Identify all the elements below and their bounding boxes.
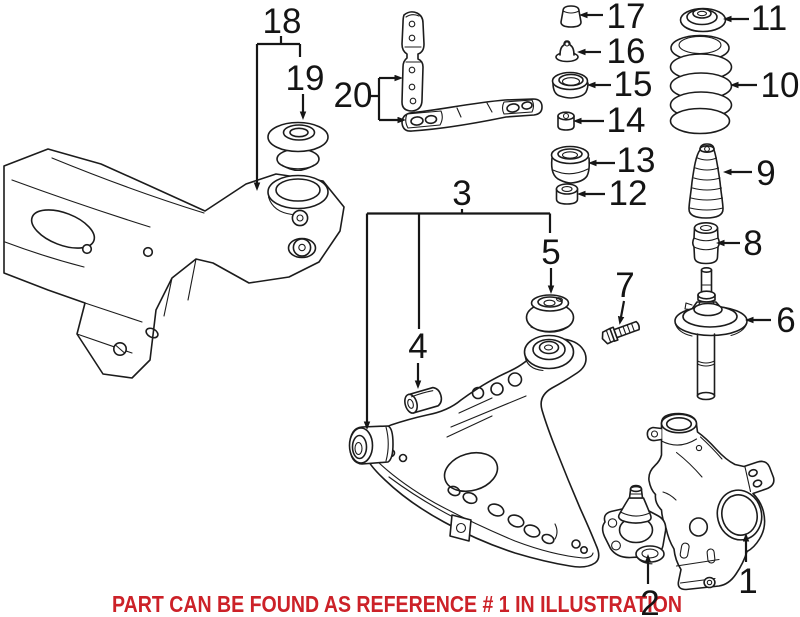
- caption-text: PART CAN BE FOUND AS REFERENCE # 1 IN IL…: [112, 591, 682, 617]
- ref-label-11: 11: [751, 0, 787, 38]
- sleeve-bushing-drawing: [404, 386, 443, 414]
- ref-label-8: 8: [743, 224, 762, 263]
- dust-boot-drawing: [688, 143, 724, 219]
- ref-label-6: 6: [776, 301, 795, 340]
- callout-3-bracket: [367, 209, 552, 329]
- ref-label-18: 18: [263, 2, 302, 41]
- barrel-bushing-drawing: [525, 294, 575, 333]
- ref-label-13: 13: [617, 141, 656, 180]
- callout-7-arrow: [617, 300, 626, 325]
- bushing-cup-drawing: [551, 71, 589, 99]
- small-bushing-lower-drawing: [555, 183, 579, 205]
- bump-cushion-drawing: [550, 145, 591, 184]
- ref-label-2: 2: [640, 584, 659, 617]
- callout-18-bracket: [257, 36, 302, 57]
- ref-label-19: 19: [286, 59, 325, 98]
- ref-label-10: 10: [761, 66, 800, 105]
- subframe-bushing-drawing: [267, 121, 329, 172]
- steering-knuckle-drawing: [646, 412, 775, 591]
- callout-20-bracket: [370, 78, 381, 120]
- strut-mount-drawing: [679, 7, 727, 33]
- callout-lines: [253, 11, 771, 584]
- ref-label-15: 15: [614, 65, 653, 104]
- ref-labels: 18 19 20 17 16 15 14 13 12 11 10 9 8 6 7…: [263, 0, 800, 617]
- ref-label-1: 1: [738, 562, 757, 601]
- cap-drawing: [560, 5, 582, 28]
- ref-label-5: 5: [541, 233, 560, 272]
- strut-drawing: [674, 266, 748, 401]
- ref-label-16: 16: [607, 32, 646, 71]
- nut-drawing: [555, 40, 579, 63]
- bump-stop-drawing: [691, 222, 721, 265]
- ref-label-14: 14: [607, 101, 646, 140]
- ref-label-12: 12: [609, 174, 648, 213]
- small-bushing-drawing: [557, 111, 575, 131]
- support-bar-drawing: [401, 98, 543, 132]
- bolt-drawing: [601, 320, 640, 345]
- ref-label-9: 9: [756, 154, 775, 193]
- pendulum-link-drawing: [401, 11, 425, 112]
- ref-label-4: 4: [408, 327, 427, 366]
- ref-label-7: 7: [615, 266, 634, 305]
- ball-joint-drawing: [601, 484, 667, 565]
- ref-label-20: 20: [334, 76, 373, 115]
- subframe-drawing: [3, 148, 345, 379]
- ref-label-17: 17: [607, 0, 646, 36]
- coil-spring-drawing: [669, 34, 733, 135]
- control-arm-drawing: [348, 334, 600, 568]
- ref-label-3: 3: [452, 174, 471, 213]
